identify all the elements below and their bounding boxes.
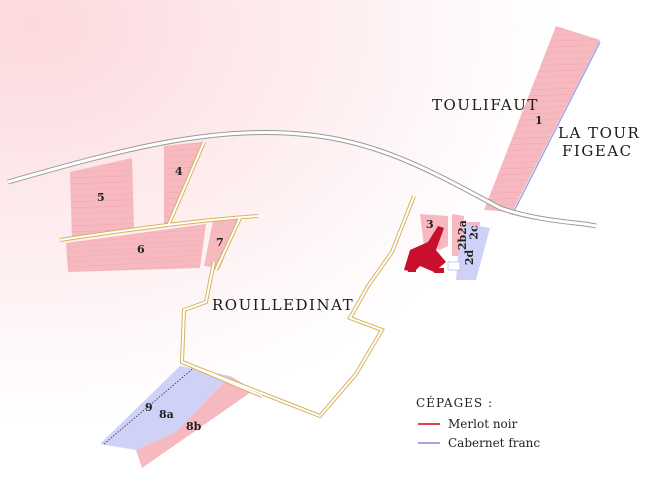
parcel-label-4: 4 xyxy=(175,165,183,178)
parcel-label-6: 6 xyxy=(137,243,145,256)
main-road xyxy=(7,129,597,229)
parcel-label-5: 5 xyxy=(97,191,105,204)
parcel-label-1: 1 xyxy=(535,114,543,127)
parcel-4[interactable] xyxy=(164,142,202,225)
parcel-8a[interactable] xyxy=(136,366,230,450)
parcel-label-3: 3 xyxy=(426,218,434,231)
parcel-8b[interactable] xyxy=(136,376,254,468)
parcel-label-7: 7 xyxy=(216,236,224,249)
parcel-label-2d: 2d xyxy=(463,249,477,266)
legend: CÉPAGES : Merlot noir Cabernet franc xyxy=(416,396,540,452)
place-toulifaut: TOULIFAUT xyxy=(432,96,539,114)
legend-item-cabernet: Cabernet franc xyxy=(418,433,540,452)
place-la-tour-figeac-line1: LA TOUR xyxy=(558,124,641,142)
place-la-tour-figeac-line2: FIGEAC xyxy=(562,142,633,160)
parcel-5[interactable] xyxy=(70,158,134,238)
place-rouilledinat: ROUILLEDINAT xyxy=(212,296,355,314)
parcel-2d-building xyxy=(447,261,461,271)
parcel-2d[interactable] xyxy=(456,224,490,280)
parcel-label-2c: 2c xyxy=(467,225,481,240)
parcel-7[interactable] xyxy=(204,218,240,268)
parcel-1-border xyxy=(511,41,601,216)
parcel-1[interactable] xyxy=(484,26,600,212)
legend-title: CÉPAGES : xyxy=(416,396,494,410)
legend-swatch-cabernet xyxy=(418,441,440,444)
legend-label-cabernet: Cabernet franc xyxy=(448,435,541,450)
chateau-buildings xyxy=(404,226,446,273)
parcel-label-8b: 8b xyxy=(186,420,202,433)
parcel-label-9: 9 xyxy=(145,401,153,414)
parcel-9-separator xyxy=(103,365,197,445)
legend-swatch-merlot xyxy=(418,422,440,425)
parcel-label-8a: 8a xyxy=(159,408,174,421)
parcel-3[interactable] xyxy=(420,214,448,250)
legend-item-merlot: Merlot noir xyxy=(418,414,540,433)
legend-label-merlot: Merlot noir xyxy=(448,416,518,431)
paths-inner xyxy=(59,141,415,418)
parcel-6[interactable] xyxy=(66,224,206,272)
